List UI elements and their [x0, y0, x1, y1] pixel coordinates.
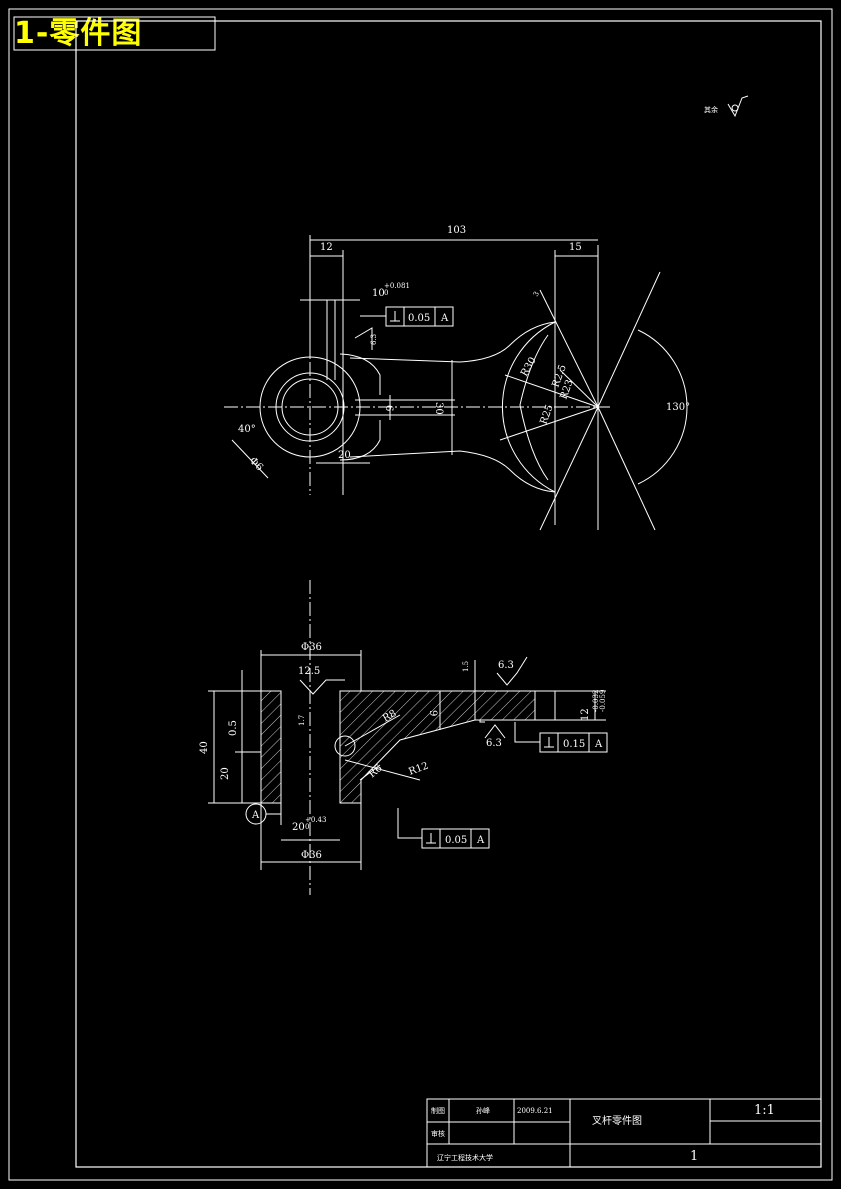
tb-date: 2009.6.21: [517, 1107, 553, 1115]
dim-40: 40: [199, 741, 210, 754]
dim-phi36-top: Φ36: [301, 642, 322, 653]
dim-40deg: 40°: [238, 424, 256, 435]
drawing-title-banner: 1-零件图: [14, 16, 143, 51]
section-view: Φ36 12.5 1.5 6.3 9 0.5 40 20 1.7 R8 R6 R…: [199, 580, 608, 895]
dim-30: 30: [433, 402, 444, 415]
dim-103: 103: [447, 225, 466, 236]
fcf1-datum: A: [594, 739, 603, 750]
dim-20-top: 20: [338, 450, 351, 461]
dim-9: 9: [427, 710, 438, 716]
tb-part-name: 叉杆零件图: [592, 1115, 642, 1127]
fcf-top-datum: A: [440, 313, 449, 324]
dim-1-7: 1.7: [298, 715, 306, 726]
dim-R12: R12: [407, 761, 430, 778]
fcf-top-tol: 0.05: [408, 313, 430, 324]
dim-12: 12: [580, 708, 591, 721]
rough-63b: 6.3: [486, 738, 502, 749]
dim-20-bore: 20: [292, 822, 305, 833]
svg-text:其余: 其余: [704, 105, 718, 114]
dim-6: 6: [383, 405, 394, 411]
dim-R30: R30: [519, 355, 539, 378]
roughness-note: 其余: [704, 95, 749, 118]
rough-125: 12.5: [298, 666, 320, 677]
dim-phi36-bot: Φ36: [301, 850, 322, 861]
dim-20: 20: [220, 767, 231, 780]
title-block: 制图 孙峰 2009.6.21 审核 叉杆零件图 1:1 辽宁工程技术大学 1: [426, 1098, 822, 1168]
dim-1-5: 1.5: [462, 661, 470, 672]
tb-scale: 1:1: [754, 1103, 775, 1118]
dim-12-tol: -0.032-0.059: [592, 690, 607, 712]
tb-school: 辽宁工程技术大学: [437, 1153, 493, 1162]
dim-12: 12: [320, 242, 333, 253]
outer-border: [8, 8, 833, 1181]
tb-drawn-by: 孙峰: [476, 1106, 490, 1115]
rough-63a: 6.3: [498, 660, 514, 671]
fcf2-datum: A: [476, 835, 485, 846]
title-banner-box: [13, 16, 216, 51]
tb-checked-label: 审核: [431, 1129, 445, 1138]
rough-top: 6.3: [370, 334, 378, 345]
dim-130deg: 130°: [666, 402, 690, 413]
inner-frame: [75, 20, 822, 1168]
dim-0-5: 0.5: [228, 720, 239, 736]
dim-10: 10: [372, 288, 385, 299]
dim-15: 15: [569, 242, 582, 253]
tb-drawn-label: 制图: [431, 1106, 445, 1115]
tb-qty: 1: [690, 1149, 698, 1164]
fcf2-tol: 0.05: [445, 835, 467, 846]
fcf1-tol: 0.15: [563, 739, 585, 750]
datum-A-label: A: [251, 810, 260, 821]
dim-3: 3: [532, 290, 541, 298]
